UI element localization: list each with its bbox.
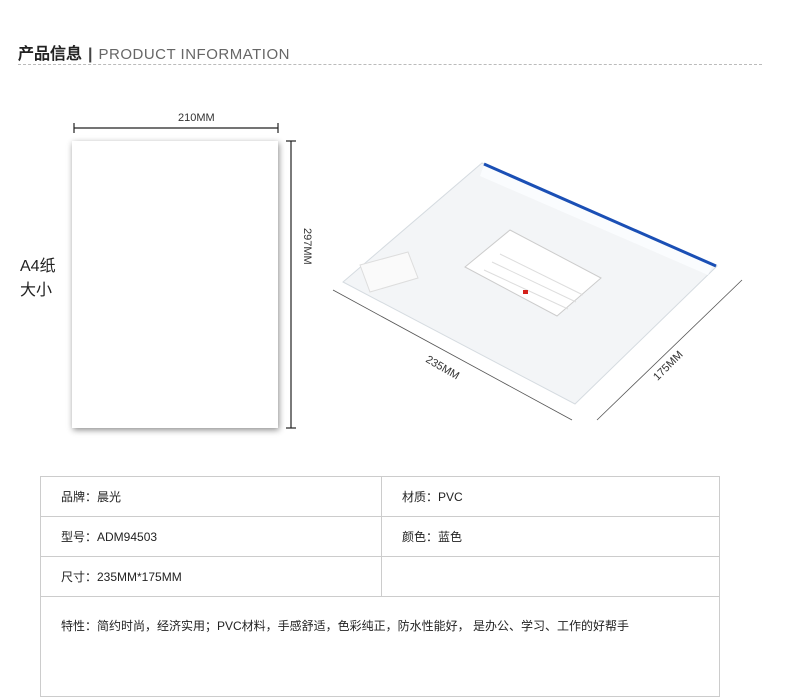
section-header: 产品信息 | PRODUCT INFORMATION bbox=[18, 40, 290, 64]
label-card bbox=[464, 229, 602, 317]
a4-height-line bbox=[286, 140, 296, 429]
a4-label-line1: A4纸 bbox=[20, 258, 56, 275]
title-separator: | bbox=[88, 46, 93, 63]
spec-color: 颜色：蓝色 bbox=[381, 516, 720, 557]
spec-empty bbox=[381, 556, 720, 597]
spec-table: 品牌：晨光 材质：PVC 型号：ADM94503 颜色：蓝色 尺寸：235MM*… bbox=[40, 476, 720, 697]
a4-width-line bbox=[73, 123, 279, 133]
header-divider bbox=[18, 64, 762, 65]
section-title-en: PRODUCT INFORMATION bbox=[98, 46, 290, 63]
a4-label-line2: 大小 bbox=[20, 282, 53, 299]
spec-size: 尺寸：235MM*175MM bbox=[40, 556, 382, 597]
bag-width-line bbox=[332, 289, 573, 421]
spec-model: 型号：ADM94503 bbox=[40, 516, 382, 557]
spec-material: 材质：PVC bbox=[381, 476, 720, 517]
a4-paper bbox=[72, 141, 278, 428]
zip-bag-image bbox=[342, 162, 718, 405]
spec-features: 特性：简约时尚，经济实用；PVC材料，手感舒适，色彩纯正，防水性能好， 是办公、… bbox=[40, 596, 720, 697]
a4-label: A4纸 大小 bbox=[20, 255, 56, 303]
a4-width-label: 210MM bbox=[178, 112, 215, 124]
spec-brand: 品牌：晨光 bbox=[40, 476, 382, 517]
a4-height-label: 297MM bbox=[301, 228, 313, 265]
section-title-cn: 产品信息 bbox=[18, 46, 83, 63]
table-row: 特性：简约时尚，经济实用；PVC材料，手感舒适，色彩纯正，防水性能好， 是办公、… bbox=[40, 596, 720, 697]
dimension-illustration bbox=[73, 123, 743, 429]
table-row: 品牌：晨光 材质：PVC bbox=[40, 476, 720, 517]
table-row: 尺寸：235MM*175MM bbox=[40, 556, 720, 597]
bag-height-line bbox=[596, 279, 743, 421]
table-row: 型号：ADM94503 颜色：蓝色 bbox=[40, 516, 720, 557]
zipper bbox=[483, 162, 717, 268]
